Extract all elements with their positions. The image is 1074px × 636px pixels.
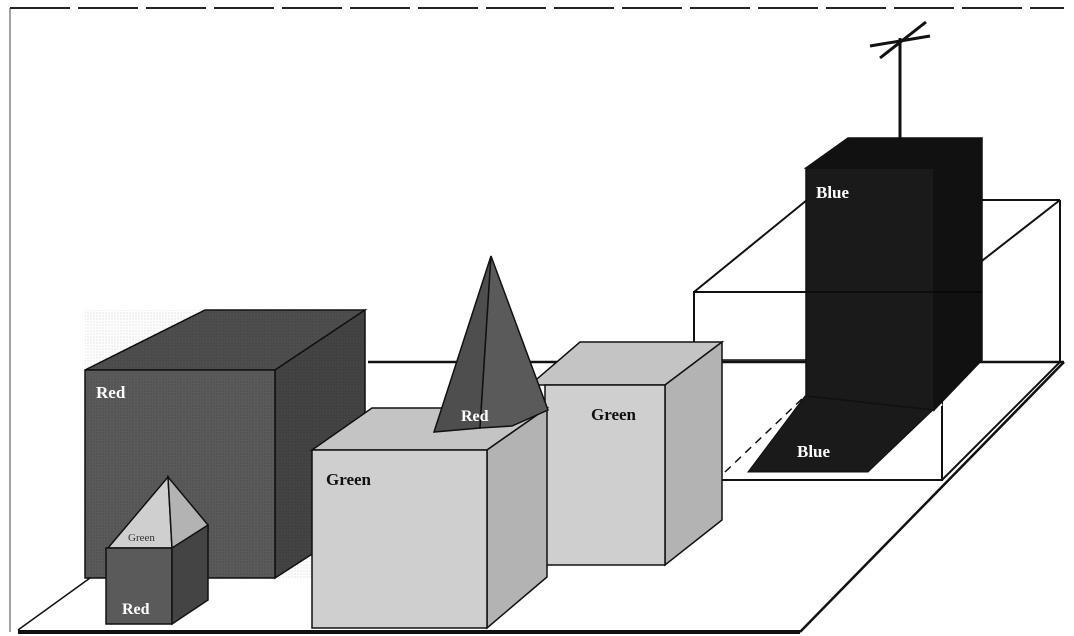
green-center-cube (309, 406, 550, 630)
label-blue-block: Blue (816, 183, 850, 202)
green-back-cube (527, 340, 725, 567)
label-red-large-cube: Red (96, 383, 126, 402)
label-red-pyramid: Red (461, 408, 489, 425)
red-pyramid (432, 255, 549, 433)
label-blue-shadow: Blue (797, 442, 831, 461)
green-small-pyramid (106, 474, 209, 550)
label-green-center-cube: Green (326, 470, 372, 489)
blue-block (803, 137, 983, 412)
label-red-small-cube: Red (122, 601, 150, 618)
label-green-small-pyramid: Green (128, 532, 155, 544)
red-small-cube (105, 523, 209, 626)
antenna-icon (869, 20, 931, 138)
label-green-back-cube: Green (591, 405, 637, 424)
